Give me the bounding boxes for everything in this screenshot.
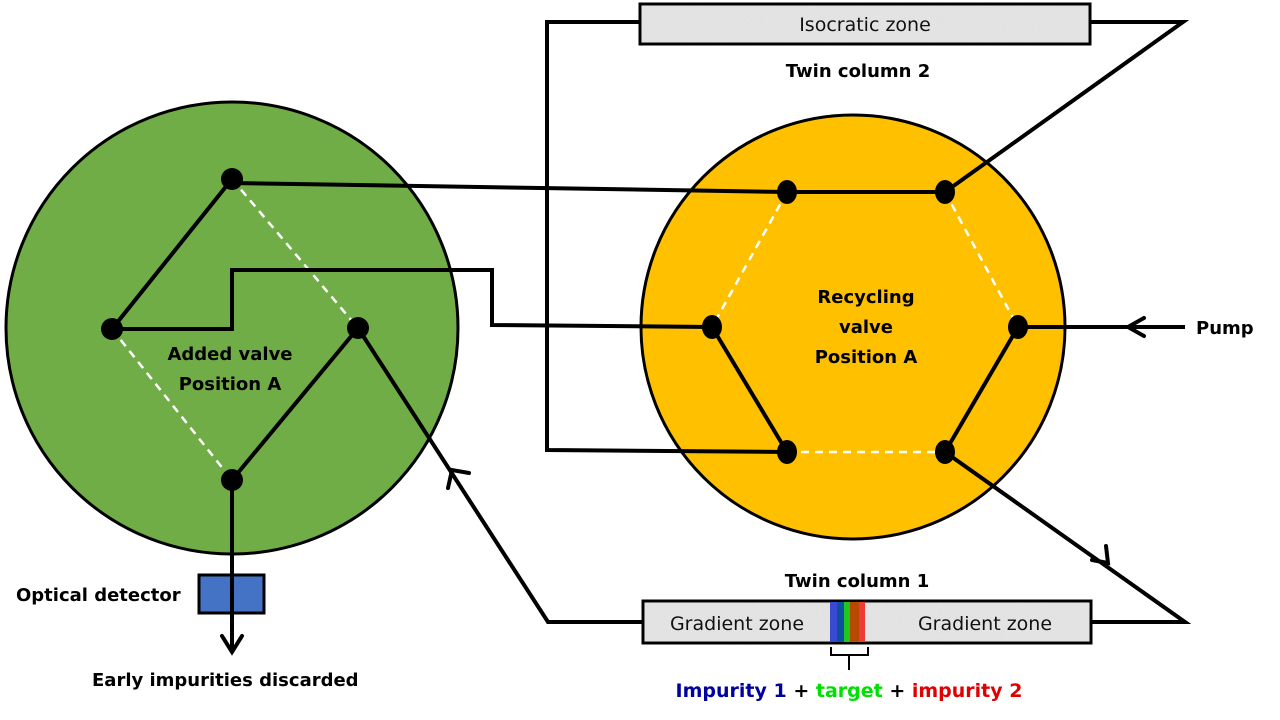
tube-to-column-1 xyxy=(943,450,1192,624)
arrow-pump-icon xyxy=(1123,316,1146,338)
recycling-valve-port-top-left xyxy=(777,180,797,204)
recycling-valve-label-line1: Recycling xyxy=(817,287,914,308)
twin-column-2-title: Twin column 2 xyxy=(786,61,931,82)
band-2 xyxy=(844,602,850,642)
band-0 xyxy=(830,602,837,642)
band-4 xyxy=(859,602,865,642)
recycling-valve-port-top-right xyxy=(935,180,955,204)
recycling-channel-left xyxy=(710,325,789,454)
gradient-zone-left-label: Gradient zone xyxy=(670,613,804,635)
tube-added-to-recycling xyxy=(231,181,788,194)
tube-column-2-inlet xyxy=(545,20,788,454)
impurity-bands xyxy=(830,602,865,642)
recycling-channel-right xyxy=(943,325,1020,454)
ports xyxy=(101,168,1028,491)
arrow-down-discard-icon xyxy=(220,634,244,656)
legend-impurity-1: Impurity 1 xyxy=(676,680,787,702)
pump-label: Pump xyxy=(1196,318,1254,339)
added-valve-channel-2 xyxy=(230,326,360,482)
recycling-valve-dashed-channels xyxy=(710,191,1020,454)
twin-column-2[interactable]: Isocratic zone xyxy=(638,2,1092,46)
twin-column-1[interactable]: Gradient zone Gradient zone xyxy=(641,599,1093,645)
legend-target: target xyxy=(816,680,883,702)
band-1 xyxy=(837,602,844,642)
band-legend: Impurity 1 + target + impurity 2 xyxy=(676,680,1023,702)
gradient-zone-right-label: Gradient zone xyxy=(918,613,1052,635)
tube-to-column-2-outlet xyxy=(943,20,1190,194)
added-valve-label-line2: Position A xyxy=(179,374,282,395)
legend-plus-1: + xyxy=(787,680,816,702)
arrow-to-added-valve-icon xyxy=(446,467,471,490)
added-valve-dashed-channels xyxy=(111,178,359,481)
recycling-valve-port-left xyxy=(702,315,722,339)
band-3 xyxy=(850,602,859,642)
recycling-valve-label-line3: Position A xyxy=(815,347,918,368)
optical-detector-label: Optical detector xyxy=(16,585,181,606)
recycling-valve-port-bottom-right xyxy=(935,440,955,464)
tubing xyxy=(107,20,1192,648)
added-valve-port-bottom xyxy=(221,469,243,491)
arrowheads xyxy=(220,316,1146,656)
recycling-valve-label-line2: valve xyxy=(839,317,893,338)
band-bracket xyxy=(830,647,869,656)
added-valve-port-top xyxy=(221,168,243,190)
legend-plus-2: + xyxy=(883,680,912,702)
recycling-valve-port-right xyxy=(1008,315,1028,339)
tube-column-1-to-added-valve xyxy=(356,326,643,624)
recycling-valve-port-bottom-left xyxy=(777,440,797,464)
discard-label: Early impurities discarded xyxy=(92,670,359,691)
added-valve-port-right xyxy=(347,317,369,339)
isocratic-zone-label: Isocratic zone xyxy=(799,14,931,36)
legend-impurity-2: impurity 2 xyxy=(912,680,1023,702)
arrow-to-column-1-icon xyxy=(1090,544,1111,566)
twin-column-1-title: Twin column 1 xyxy=(785,571,930,592)
added-valve-label-line1: Added valve xyxy=(167,344,292,365)
added-valve-port-left xyxy=(101,318,123,340)
